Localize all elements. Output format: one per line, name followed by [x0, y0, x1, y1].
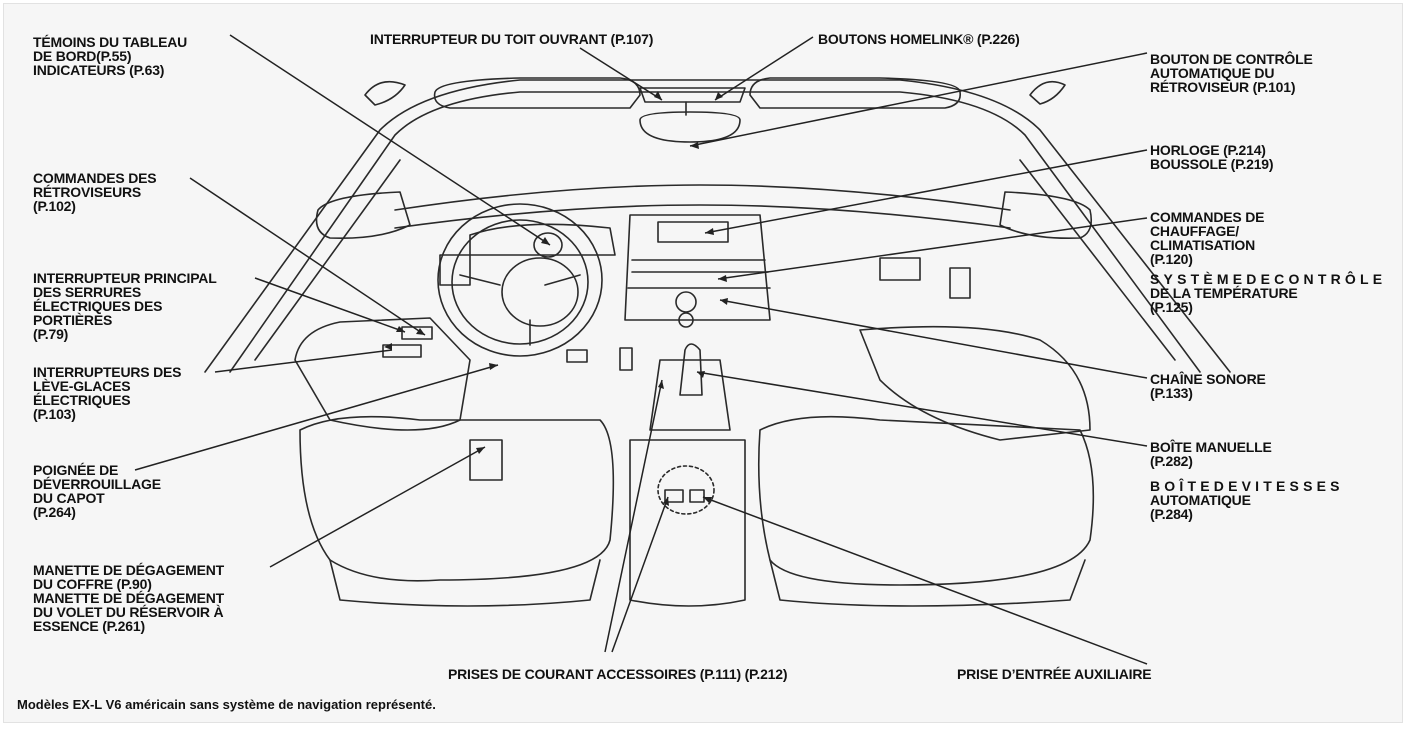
callout-temperature-line: (P.125) — [1150, 299, 1193, 315]
callout-temperature: SYSTÈMEDECONTRÔLE DE LA TEMPÉRATURE (P.1… — [1150, 272, 1386, 314]
callout-prises-courant: PRISES DE COURANT ACCESSOIRES (P.111) (P… — [448, 666, 788, 682]
callout-temoins-line: INDICATEURS (P.63) — [33, 62, 165, 78]
callout-coffre-line: MANETTE DE DÉGAGEMENT — [33, 562, 225, 578]
callout-chauffage-line: CHAUFFAGE/ — [1150, 223, 1240, 239]
callout-commandes-retroviseurs-line: (P.102) — [33, 198, 76, 214]
callout-coffre-line: MANETTE DE DÉGAGEMENT — [33, 590, 225, 606]
callout-boite-manuelle: BOÎTE MANUELLE (P.282) — [1150, 440, 1272, 468]
callout-horloge-line: BOUSSOLE (P.219) — [1150, 156, 1274, 172]
callout-serrures-line: INTERRUPTEUR PRINCIPAL — [33, 270, 217, 286]
callout-temperature-line: SYSTÈMEDECONTRÔLE — [1150, 271, 1387, 287]
callout-commandes-retroviseurs: COMMANDES DES RÉTROVISEURS (P.102) — [33, 170, 157, 214]
callout-horloge: HORLOGE (P.214) BOUSSOLE (P.219) — [1150, 142, 1274, 172]
callout-capot-line: POIGNÉE DE — [33, 462, 119, 478]
callout-boite-auto-line: BOÎTEDEVITESSES — [1150, 478, 1344, 494]
callout-capot-line: DÉVERROUILLAGE — [33, 476, 161, 492]
callout-boite-auto-line: (P.284) — [1150, 506, 1193, 522]
callout-retroviseur-line: BOUTON DE CONTRÔLE — [1150, 51, 1313, 67]
callout-homelink: BOUTONS HOMELINK® (P.226) — [818, 31, 1020, 47]
callout-toit-ouvrant: INTERRUPTEUR DU TOIT OUVRANT (P.107) — [370, 31, 654, 47]
callout-retroviseur-line: RÉTROVISEUR (P.101) — [1150, 79, 1296, 95]
callout-retroviseur-line: AUTOMATIQUE DU — [1150, 65, 1275, 81]
callout-temoins-line: DE BORD(P.55) — [33, 48, 132, 64]
callout-retroviseur: BOUTON DE CONTRÔLE AUTOMATIQUE DU RÉTROV… — [1150, 52, 1313, 94]
callout-chauffage-line: CLIMATISATION — [1150, 237, 1255, 253]
callout-coffre: MANETTE DE DÉGAGEMENT DU COFFRE (P.90) M… — [33, 563, 224, 633]
callout-coffre-line: DU VOLET DU RÉSERVOIR À — [33, 604, 224, 620]
callout-serrures-line: DES SERRURES — [33, 284, 142, 300]
callout-temoins-line: TÉMOINS DU TABLEAU — [33, 34, 188, 50]
callout-prise-auxiliaire: PRISE D’ENTRÉE AUXILIAIRE — [957, 666, 1152, 682]
callout-serrures: INTERRUPTEUR PRINCIPAL DES SERRURES ÉLEC… — [33, 271, 217, 341]
callout-commandes-retroviseurs-line: RÉTROVISEURS — [33, 184, 142, 200]
callout-boite-manuelle-line: BOÎTE MANUELLE — [1150, 439, 1272, 455]
callout-chauffage-line: COMMANDES DE — [1150, 209, 1265, 225]
callout-serrures-line: (P.79) — [33, 326, 69, 342]
callout-boite-manuelle-line: (P.282) — [1150, 453, 1193, 469]
callout-capot-line: DU CAPOT — [33, 490, 105, 506]
callout-temoins: TÉMOINS DU TABLEAU DE BORD(P.55) INDICAT… — [33, 35, 187, 77]
callout-leve-glaces-line: INTERRUPTEURS DES — [33, 364, 182, 380]
callout-capot: POIGNÉE DE DÉVERROUILLAGE DU CAPOT (P.26… — [33, 463, 161, 519]
callout-leve-glaces-line: ÉLECTRIQUES — [33, 392, 131, 408]
callout-coffre-line: ESSENCE (P.261) — [33, 618, 145, 634]
callout-temperature-line: DE LA TEMPÉRATURE — [1150, 285, 1298, 301]
callout-horloge-line: HORLOGE (P.214) — [1150, 142, 1266, 158]
callout-chauffage: COMMANDES DE CHAUFFAGE/ CLIMATISATION (P… — [1150, 210, 1264, 266]
callout-serrures-line: ÉLECTRIQUES DES — [33, 298, 163, 314]
callout-chaine-line: CHAÎNE SONORE — [1150, 371, 1266, 387]
callout-serrures-line: PORTIÈRES — [33, 312, 113, 328]
callout-boite-auto-line: AUTOMATIQUE — [1150, 492, 1251, 508]
callout-coffre-line: DU COFFRE (P.90) — [33, 576, 152, 592]
callout-leve-glaces-line: (P.103) — [33, 406, 76, 422]
callout-commandes-retroviseurs-line: COMMANDES DES — [33, 170, 157, 186]
callout-leve-glaces: INTERRUPTEURS DES LÈVE-GLACES ÉLECTRIQUE… — [33, 365, 181, 421]
callout-capot-line: (P.264) — [33, 504, 76, 520]
figure-caption: Modèles EX-L V6 américain sans système d… — [17, 697, 436, 712]
callout-boite-automatique: BOÎTEDEVITESSES AUTOMATIQUE (P.284) — [1150, 479, 1344, 521]
callout-chaine-line: (P.133) — [1150, 385, 1193, 401]
callout-leve-glaces-line: LÈVE-GLACES — [33, 378, 131, 394]
callout-chauffage-line: (P.120) — [1150, 251, 1193, 267]
callout-chaine-sonore: CHAÎNE SONORE (P.133) — [1150, 372, 1266, 400]
